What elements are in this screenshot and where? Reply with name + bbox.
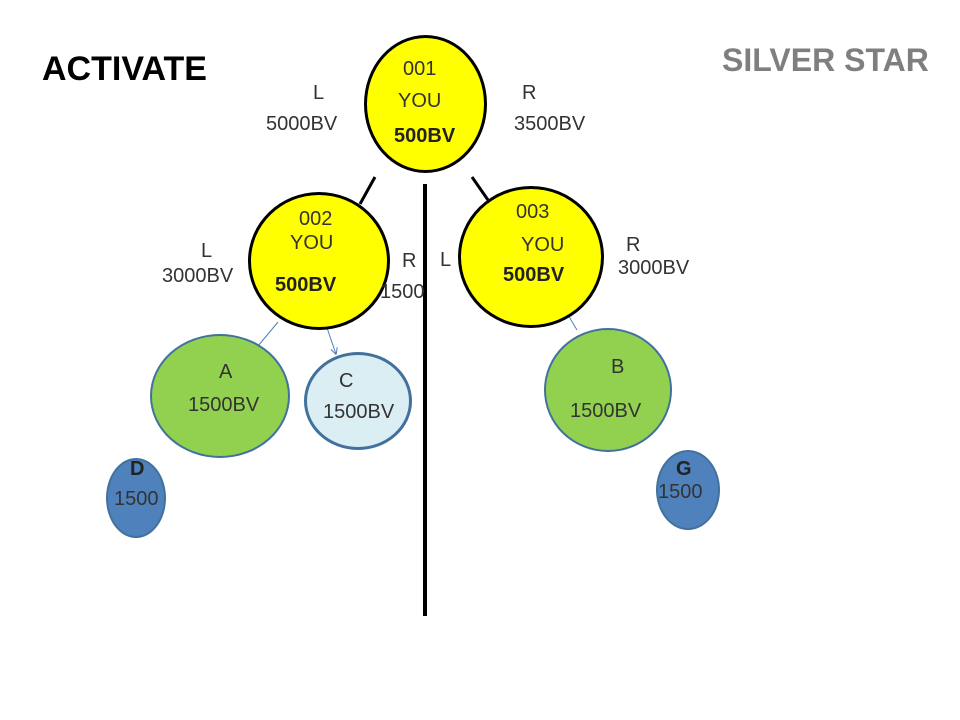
node-001[interactable]: [364, 35, 487, 173]
node-001-right-side: R: [522, 82, 537, 104]
node-002-id: 002: [299, 208, 333, 230]
node-001-bv: 500BV: [394, 125, 456, 147]
node-003-left-side: L: [440, 249, 452, 271]
node-003-bv: 500BV: [503, 264, 565, 286]
node-001-right-bv: 3500BV: [514, 113, 586, 135]
node-a-bv: 1500BV: [188, 394, 260, 416]
node-b-bv: 1500BV: [570, 400, 642, 422]
node-c-name: C: [339, 370, 354, 392]
node-002[interactable]: [248, 192, 390, 330]
connector-001-003: [470, 176, 490, 201]
node-g-bv: 1500: [658, 481, 703, 503]
connector-001-002: [358, 176, 377, 205]
connector-002-A: [257, 321, 279, 347]
node-003-label: YOU: [521, 234, 565, 256]
node-003[interactable]: [458, 186, 604, 328]
node-b[interactable]: [544, 328, 672, 452]
node-a[interactable]: [150, 334, 290, 458]
node-c-bv: 1500BV: [323, 401, 395, 423]
node-002-right-bv: 1500: [380, 281, 425, 303]
node-003-right-bv: 3000BV: [618, 257, 690, 279]
node-002-label: YOU: [290, 232, 334, 254]
node-001-left-bv: 5000BV: [266, 113, 338, 135]
node-003-id: 003: [516, 201, 550, 223]
node-d[interactable]: [106, 458, 166, 538]
node-b-name: B: [611, 356, 625, 378]
connector-003-B: [567, 314, 578, 331]
node-002-left-bv: 3000BV: [162, 265, 234, 287]
activate-title: ACTIVATE: [42, 50, 207, 88]
node-a-name: A: [219, 361, 233, 383]
node-002-left-side: L: [201, 240, 213, 262]
node-001-left-side: L: [313, 82, 325, 104]
node-g-name: G: [676, 458, 692, 480]
node-g[interactable]: [656, 450, 720, 530]
node-003-right-side: R: [626, 234, 641, 256]
node-d-name: D: [130, 458, 145, 480]
node-c[interactable]: [304, 352, 412, 450]
node-002-bv: 500BV: [275, 274, 337, 296]
node-d-bv: 1500: [114, 488, 159, 510]
silver-star-title: SILVER STAR: [722, 42, 929, 78]
node-001-label: YOU: [398, 90, 442, 112]
node-002-right-side: R: [402, 250, 417, 272]
connector-002-C: [325, 324, 336, 354]
node-001-id: 001: [403, 58, 437, 80]
